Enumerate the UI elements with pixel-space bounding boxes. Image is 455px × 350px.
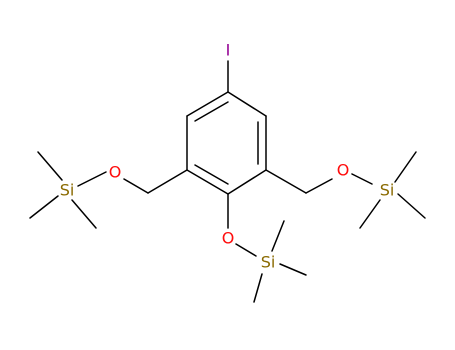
oxygen-bottom-label: O bbox=[222, 229, 235, 248]
bond-si-me3-left bbox=[71, 199, 97, 229]
bond-ch2-o-right bbox=[305, 178, 333, 194]
bond-o-si-bottom bbox=[235, 243, 257, 257]
bond-c4-c5 bbox=[186, 169, 229, 195]
bond-c3-c4 bbox=[227, 169, 267, 195]
bond-o-si-right bbox=[351, 173, 373, 185]
bond-si-me2-left bbox=[29, 195, 59, 219]
oxygen-left-label: O bbox=[109, 163, 122, 182]
bond-si-me2-right bbox=[397, 193, 426, 219]
bond-o-si-left bbox=[77, 171, 107, 187]
bond-si-me3-bottom bbox=[253, 273, 263, 303]
silicon-bottom-label: Si bbox=[261, 253, 276, 272]
benzene-ring bbox=[186, 91, 267, 195]
bond-si-me1-right bbox=[394, 151, 417, 183]
bond-si-me1-left bbox=[37, 151, 63, 181]
bond-c3-ch2-right bbox=[265, 169, 307, 194]
oxygen-right-label: O bbox=[337, 161, 350, 180]
bond-c1-c2 bbox=[227, 91, 267, 117]
silicon-left-label: Si bbox=[60, 181, 75, 200]
bond-c5-ch2-left bbox=[147, 169, 188, 194]
bond-si-me3-right bbox=[359, 199, 381, 229]
bond-c6-c1 bbox=[186, 91, 229, 117]
bond-si-me2-bottom bbox=[279, 263, 307, 276]
double-bond-c6-c1 bbox=[194, 101, 229, 122]
silicon-right-label: Si bbox=[380, 181, 395, 200]
bond-si-me1-bottom bbox=[271, 220, 285, 252]
iodine-label: I bbox=[226, 41, 231, 60]
double-bond-c4-c5 bbox=[194, 164, 229, 185]
bond-ch2-o-left bbox=[123, 178, 149, 194]
